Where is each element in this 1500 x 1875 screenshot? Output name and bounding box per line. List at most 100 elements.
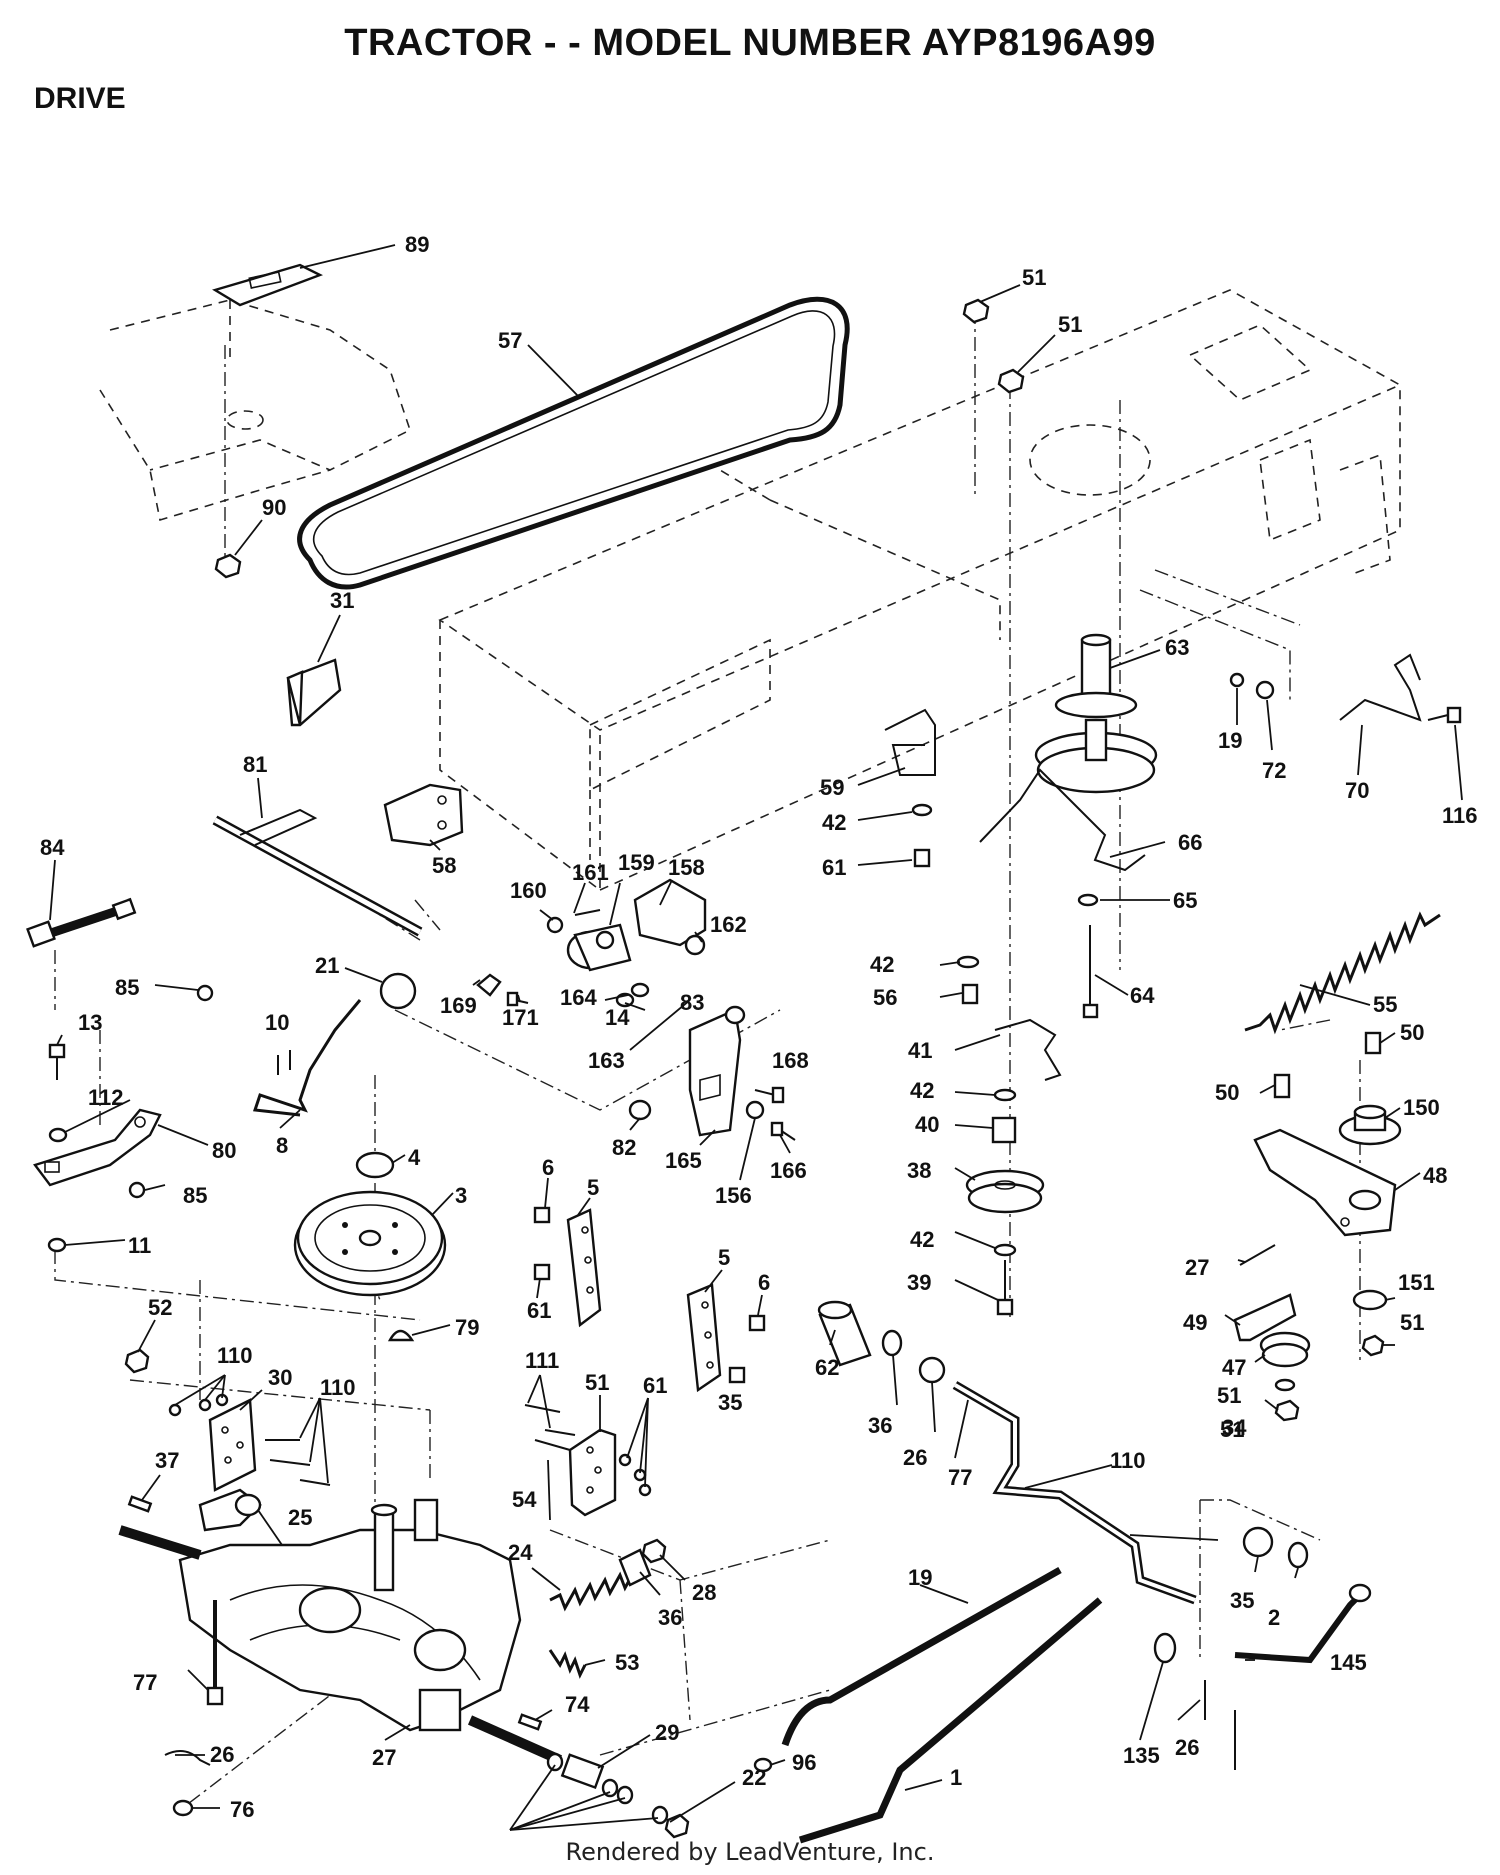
callout-52: 52 — [148, 1295, 172, 1320]
callout-110: 54 — [512, 1487, 537, 1512]
bolt-39 — [996, 1260, 1014, 1316]
idler-47 — [1259, 1331, 1311, 1368]
callout-26: 51 — [1217, 1383, 1241, 1408]
key-77b — [517, 1713, 543, 1731]
nut-51c — [1361, 1334, 1385, 1357]
callout-38: 38 — [907, 1158, 931, 1183]
bolt-145 — [206, 1600, 224, 1706]
callout-83: 83 — [680, 990, 704, 1015]
washer-36b — [1242, 1526, 1274, 1558]
dash-panel — [99, 299, 411, 522]
washer-35b — [1287, 1541, 1309, 1569]
callout-40: 40 — [915, 1112, 939, 1137]
callout-25: 24 — [508, 1540, 533, 1565]
callout-27: 26 — [1175, 1735, 1199, 1760]
callout-162: 162 — [710, 912, 747, 937]
callout-51: 34 — [1222, 1415, 1247, 1440]
shaft-34 — [952, 1381, 1197, 1605]
spring-2 — [548, 1649, 587, 1679]
callout-labels: 89 57 51 51 90 31 63 19 72 70 116 81 58 … — [40, 232, 1478, 1822]
transaxle-1 — [118, 1498, 563, 1765]
nuts-51-top — [962, 298, 1025, 394]
callout-13: 13 — [78, 1010, 102, 1035]
callout-55: 55 — [1373, 992, 1397, 1017]
callout-57: 57 — [498, 328, 522, 353]
callout-164: 164 — [560, 985, 597, 1010]
bracket-5b — [686, 1283, 722, 1393]
drive-belt-57 — [297, 296, 850, 590]
callout-8: 8 — [276, 1133, 288, 1158]
callout-158: 158 — [668, 855, 705, 880]
pulley-63 — [1034, 633, 1158, 794]
bolt-50a — [1364, 1031, 1382, 1055]
callout-29: 96 — [792, 1750, 816, 1775]
callout-110: 111 — [525, 1348, 559, 1373]
callout-31: 31 — [330, 588, 354, 613]
callout-85: 85 — [183, 1183, 207, 1208]
callout-51: 51 — [1022, 265, 1046, 290]
callout-112: 112 — [88, 1085, 124, 1110]
callout-5: 5 — [718, 1245, 730, 1270]
nut-51d — [1274, 1399, 1300, 1422]
bolt-6a — [533, 1206, 551, 1224]
callout-51: 61 — [643, 1373, 667, 1398]
spacer-19 — [618, 1548, 652, 1587]
callout-84: 84 — [40, 835, 65, 860]
callout-65: 65 — [1173, 888, 1197, 913]
callout-111: 51 — [585, 1370, 609, 1395]
clip-82 — [628, 1099, 652, 1121]
callout-3: 3 — [455, 1183, 467, 1208]
bracket-70 — [1339, 653, 1422, 722]
callout-63: 63 — [1165, 635, 1189, 660]
bracket-58 — [383, 783, 464, 847]
callout-74: 29 — [655, 1720, 679, 1745]
pin-27b — [1204, 1680, 1236, 1770]
callout-116: 116 — [1442, 803, 1478, 828]
washer-42b — [956, 955, 980, 969]
callout-4: 4 — [408, 1145, 421, 1170]
nut-90 — [214, 553, 242, 579]
washer-36a — [918, 1356, 946, 1384]
callout-22: 1 — [950, 1765, 962, 1790]
spring-25 — [549, 1569, 637, 1612]
bracket-80 — [33, 1108, 162, 1187]
callout-163: 163 — [588, 1048, 625, 1073]
diagram-title: TRACTOR - - MODEL NUMBER AYP8196A99 — [344, 22, 1156, 64]
callout-47: 47 — [1222, 1355, 1246, 1380]
callout-34: 77 — [948, 1465, 972, 1490]
callout-51: 51 — [1058, 312, 1082, 337]
callout-10: 10 — [265, 1010, 289, 1035]
callout-51: 51 — [1220, 1417, 1244, 1442]
plate-89 — [212, 263, 323, 307]
washer-19 — [1229, 672, 1245, 688]
bolt-64 — [1082, 925, 1099, 1019]
callout-59: 59 — [820, 775, 844, 800]
chassis-frame — [438, 289, 1402, 892]
callout-159: 159 — [618, 850, 655, 875]
washer-65 — [1077, 893, 1099, 907]
washer-156 — [745, 1100, 765, 1120]
callout-161: 161 — [572, 860, 609, 885]
bracket-165 — [688, 1005, 746, 1137]
ring-4 — [355, 1151, 395, 1179]
washer-11 — [47, 1237, 67, 1253]
shield-31 — [286, 658, 342, 727]
link-84 — [26, 897, 137, 948]
rod-22 — [798, 1597, 1103, 1844]
callout-26: 76 — [230, 1797, 254, 1822]
screw-116 — [1427, 706, 1462, 724]
callout-37: 110 — [1110, 1448, 1146, 1473]
bolt-61c — [728, 1366, 746, 1384]
washer-26c — [1153, 1632, 1177, 1664]
callout-61: 61 — [822, 855, 846, 880]
bracket-set-158 — [546, 878, 707, 1008]
callout-51: 110 — [217, 1343, 253, 1368]
callout-62: 62 — [815, 1355, 839, 1380]
callout-50: 50 — [1215, 1080, 1239, 1105]
callout-36: 26 — [903, 1445, 927, 1470]
nut-52 — [124, 1348, 150, 1374]
callout-6: 6 — [542, 1155, 554, 1180]
bolt-13 — [48, 1043, 66, 1080]
callout-14: 14 — [605, 1005, 630, 1030]
